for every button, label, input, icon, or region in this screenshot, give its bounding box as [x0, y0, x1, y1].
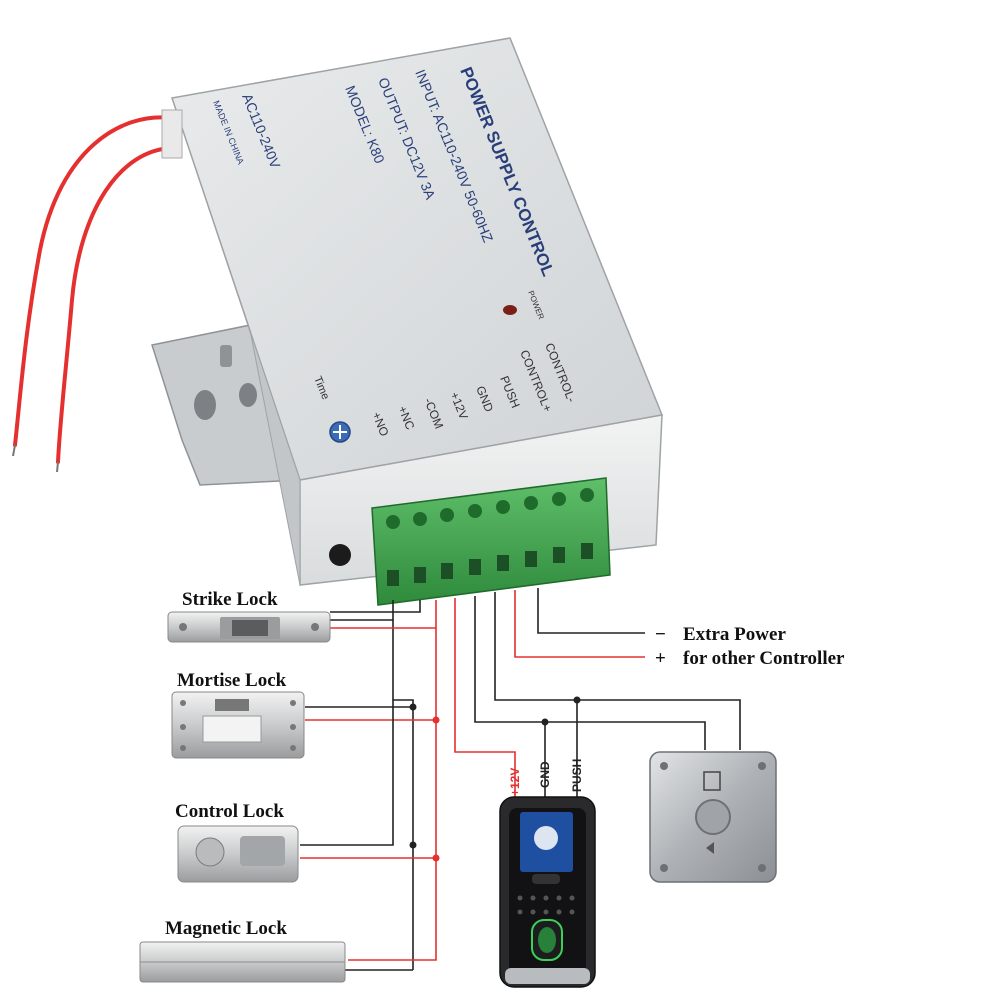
ac-input-wires: [13, 115, 174, 464]
wire-gnd-button: [545, 721, 706, 750]
strike-lock: Strike Lock: [167, 589, 331, 643]
terminal-block: [371, 477, 611, 606]
control-lock: Control Lock: [175, 801, 299, 883]
magnetic-lock-label: Magnetic Lock: [165, 918, 287, 939]
wire-12v: [454, 598, 516, 800]
control-lock-label: Control Lock: [175, 801, 284, 822]
wire-tips: [12, 444, 59, 473]
extra-power-plus-label: for other Controller: [683, 648, 845, 669]
wire-control-black: [300, 700, 394, 846]
reader-push-label: PUSH: [570, 759, 584, 792]
mortise-lock-label: Mortise Lock: [177, 670, 287, 691]
wire-push: [494, 592, 578, 800]
wire-com: [348, 600, 437, 961]
extra-power-minus-label: Extra Power: [683, 624, 786, 645]
extra-power-labels: − Extra Power + for other Controller: [655, 624, 845, 669]
junction-dots: [409, 696, 581, 862]
wire-nc: [330, 600, 421, 613]
reader-gnd-label: GND: [538, 761, 552, 788]
wire-no-bus: [392, 620, 414, 970]
access-reader: [499, 796, 596, 988]
reader-wire-labels: +12V GND PUSH: [508, 759, 584, 796]
mortise-lock: Mortise Lock: [171, 670, 305, 759]
terminal-screws: [386, 488, 594, 529]
reader-12v-label: +12V: [508, 768, 522, 796]
extra-power-plus-sign: +: [655, 648, 666, 669]
wire-gnd: [474, 596, 546, 800]
wire-control-minus: [537, 588, 645, 634]
magnetic-lock: Magnetic Lock: [139, 918, 346, 983]
extra-power-minus-sign: −: [655, 624, 666, 645]
wire-push-button: [577, 699, 741, 750]
terminal-slots: [387, 543, 593, 586]
wire-control-plus: [514, 590, 645, 658]
strike-lock-label: Strike Lock: [182, 589, 278, 610]
exit-button: [649, 751, 777, 883]
